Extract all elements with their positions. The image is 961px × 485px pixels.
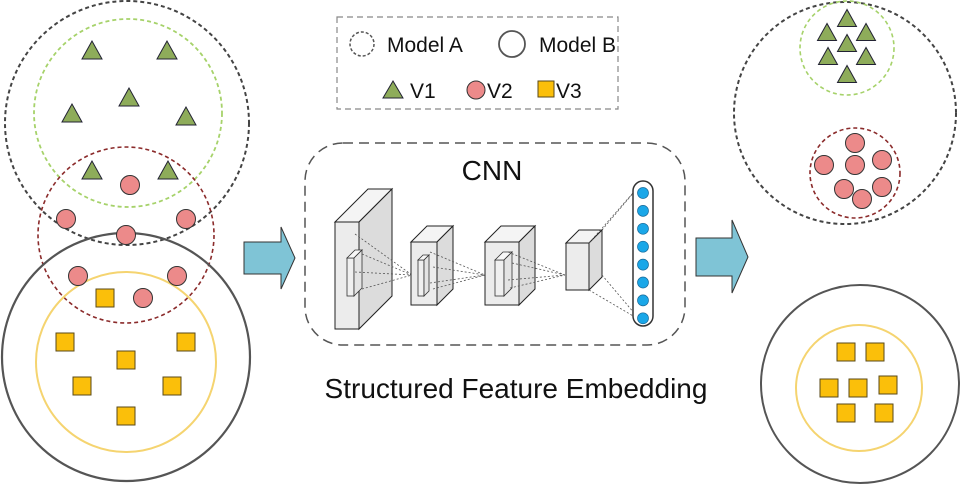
v2-point-structured bbox=[845, 133, 865, 153]
legend-v3-label: V3 bbox=[556, 80, 582, 103]
v1-point bbox=[81, 159, 103, 180]
v3-point bbox=[55, 332, 75, 352]
connection-line bbox=[354, 271, 413, 276]
output-neuron bbox=[637, 276, 649, 289]
legend-v2-icon bbox=[466, 80, 486, 100]
v1-cluster-boundary bbox=[33, 18, 223, 208]
output-neuron bbox=[637, 222, 649, 235]
conv-layer-3 bbox=[483, 224, 537, 307]
conv-layer-2 bbox=[409, 224, 455, 307]
connection-line bbox=[361, 253, 413, 276]
legend-model-b-icon bbox=[498, 30, 526, 58]
output-neuron bbox=[637, 258, 649, 271]
v2-point-structured bbox=[872, 150, 892, 170]
legend-v1-label: V1 bbox=[410, 80, 436, 103]
v2-cluster-structured bbox=[809, 127, 901, 219]
output-neuron bbox=[637, 205, 649, 217]
v2-point bbox=[133, 288, 153, 308]
connection-line bbox=[507, 274, 566, 281]
connection-line bbox=[432, 266, 486, 276]
v1-point-structured bbox=[836, 8, 858, 28]
v3-point bbox=[116, 406, 136, 426]
connection-line bbox=[511, 262, 566, 276]
output-layer bbox=[632, 180, 654, 327]
v3-point-structured bbox=[865, 342, 885, 362]
v3-point-structured bbox=[819, 378, 839, 398]
v1-point-structured bbox=[855, 22, 877, 42]
v1-point bbox=[81, 39, 103, 60]
v2-point-structured bbox=[845, 155, 865, 175]
v1-point-structured bbox=[817, 46, 839, 66]
legend-v1-icon bbox=[382, 80, 404, 99]
v1-cluster-structured bbox=[799, 0, 895, 96]
legend-v2-label: V2 bbox=[487, 80, 513, 103]
v3-point bbox=[95, 288, 115, 308]
right-embedding bbox=[733, 0, 960, 484]
cnn-block: CNN bbox=[304, 142, 686, 346]
v2-point-structured bbox=[872, 177, 892, 197]
v2-point-structured bbox=[834, 179, 854, 199]
arrow-into-cnn bbox=[243, 226, 296, 290]
v3-point bbox=[176, 332, 196, 352]
v1-point bbox=[61, 102, 83, 123]
v1-point bbox=[175, 105, 197, 126]
v3-point bbox=[162, 376, 182, 396]
v2-point bbox=[120, 175, 140, 195]
cnn-boundary bbox=[304, 142, 686, 346]
legend: Model A Model B V1 V2 V3 bbox=[336, 16, 619, 110]
v1-point bbox=[157, 159, 179, 180]
v3-point bbox=[72, 376, 92, 396]
v2-point bbox=[176, 209, 196, 229]
v3-point-structured bbox=[836, 342, 856, 362]
conv-layer-1 bbox=[333, 187, 394, 331]
connection-line bbox=[429, 251, 486, 276]
arrow-out-of-cnn bbox=[695, 219, 749, 294]
v2-point bbox=[167, 266, 187, 286]
output-neuron bbox=[637, 294, 649, 307]
model-a-region-structured bbox=[733, 1, 957, 225]
output-layer-capsule bbox=[632, 180, 654, 327]
v1-point bbox=[118, 86, 140, 107]
v1-point-structured bbox=[836, 33, 858, 53]
left-embedding bbox=[0, 0, 252, 483]
legend-model-a-icon bbox=[349, 31, 375, 57]
output-neuron bbox=[637, 187, 649, 199]
v3-point bbox=[116, 350, 136, 370]
v2-cluster-boundary bbox=[37, 146, 215, 324]
v1-point bbox=[156, 39, 178, 60]
v2-point-structured bbox=[852, 189, 872, 209]
v3-point-structured bbox=[874, 403, 894, 423]
v2-point bbox=[116, 225, 136, 245]
connection-line bbox=[361, 274, 413, 290]
v1-point-structured bbox=[836, 64, 858, 84]
v3-point-structured bbox=[848, 378, 868, 398]
v3-point-structured bbox=[878, 375, 898, 395]
v2-point bbox=[68, 266, 88, 286]
model-a-region bbox=[4, 0, 250, 246]
legend-box bbox=[336, 16, 619, 110]
connection-line bbox=[432, 274, 486, 290]
model-b-region-structured bbox=[760, 284, 960, 484]
v2-point bbox=[56, 209, 76, 229]
legend-model-a-label: Model A bbox=[387, 34, 463, 57]
v2-point-structured bbox=[814, 155, 834, 175]
v3-cluster-boundary bbox=[35, 271, 217, 453]
connection-line bbox=[588, 184, 641, 244]
legend-v3-icon bbox=[537, 80, 555, 98]
output-neuron bbox=[637, 312, 649, 325]
legend-model-b-label: Model B bbox=[539, 34, 616, 57]
connection-line bbox=[588, 289, 641, 321]
v1-point-structured bbox=[816, 22, 838, 42]
cnn-label: CNN bbox=[462, 155, 523, 186]
connection-line bbox=[429, 274, 486, 284]
output-neuron bbox=[637, 240, 649, 253]
v3-point-structured bbox=[836, 403, 856, 423]
v1-point-structured bbox=[855, 46, 877, 66]
caption: Structured Feature Embedding bbox=[325, 373, 708, 404]
v3-cluster-structured bbox=[795, 324, 923, 452]
connection-line bbox=[509, 274, 566, 289]
fc-layer bbox=[564, 228, 604, 292]
